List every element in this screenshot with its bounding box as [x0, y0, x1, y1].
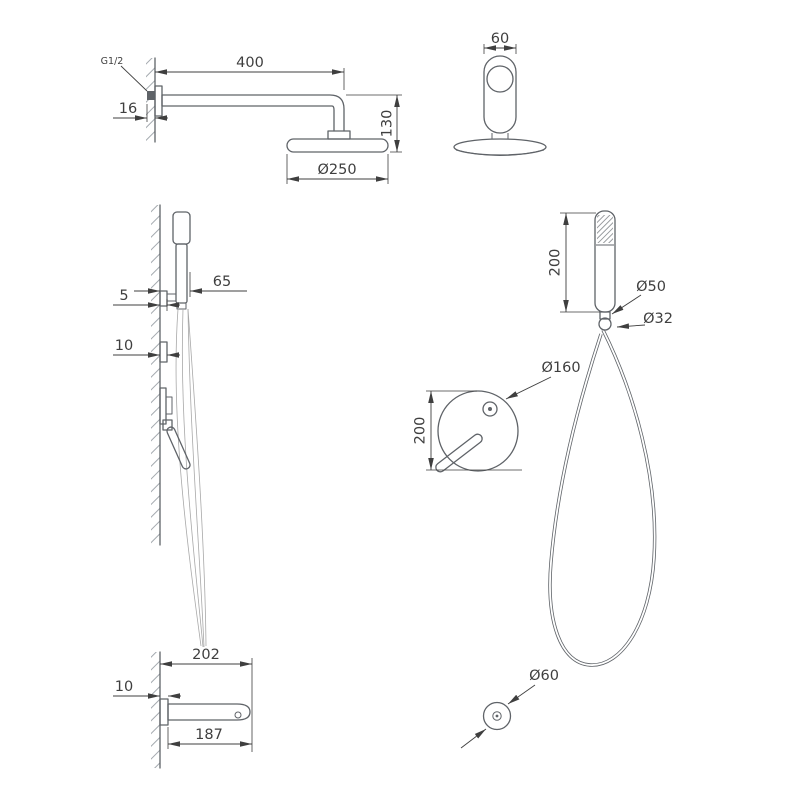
mixer-lever: [435, 433, 483, 473]
ext-lines-mixer-200: [426, 390, 522, 471]
hose-nut: [598, 317, 612, 331]
hand-shower-hose: [548, 328, 657, 667]
dim-spout-reach-bottom: 187: [195, 727, 223, 743]
dim-elbow-depth: 10: [115, 338, 133, 354]
view-wall-outlet: Ø60: [460, 668, 559, 749]
view-overhead-shower-front: 60: [453, 31, 547, 156]
spout-aerator: [234, 711, 242, 719]
ext-lines-130: [346, 94, 402, 153]
outlet-pointer-arrow: [460, 728, 487, 749]
leader-50: [611, 294, 642, 315]
shower-head-side: [286, 138, 389, 153]
dim-bracket-gap: 5: [119, 288, 128, 304]
dim-arm-width: 60: [491, 31, 509, 47]
hand-shower-spray-face: [597, 215, 613, 243]
leader-thread: [120, 65, 148, 92]
dim-handle-length: 200: [548, 249, 564, 277]
hand-shower-hose-inner: [549, 329, 656, 666]
dim-mixer-plate-dia: Ø160: [541, 360, 580, 376]
dim-embed-depth: 16: [119, 101, 137, 117]
outlet-escutcheon: [482, 701, 512, 731]
view-hand-shower-side: 65 5 10: [113, 204, 247, 648]
dim-hose-nut-dia: Ø32: [643, 311, 673, 327]
shower-head-front-dish: [455, 149, 545, 156]
dim-head-diameter: Ø250: [317, 162, 356, 178]
dim-drop-height: 130: [380, 110, 396, 138]
dim-spout-plate-depth: 10: [115, 679, 133, 695]
mixer-diverter-button: [482, 401, 498, 417]
dim-outlet-dia: Ø60: [529, 668, 559, 684]
dim-holder-offset: 65: [213, 274, 231, 290]
mixer-plate: [437, 390, 519, 472]
arm-front-neck: [491, 133, 509, 139]
arm-front-body: [483, 55, 517, 134]
valve-cap-side: [165, 396, 173, 415]
valve-trim-side: [159, 387, 167, 425]
outlet-port-dot: [495, 714, 499, 718]
outlet-port: [492, 711, 502, 721]
mixer-diverter-dot: [488, 407, 492, 411]
dim-arm-length: 400: [236, 55, 264, 71]
wall-flange: [154, 85, 163, 117]
view-mixer-front: 200 Ø160: [413, 360, 581, 473]
arm-connector-nut: [327, 130, 351, 140]
thread-nipple: [147, 91, 155, 100]
dim-spout-reach-top: 202: [192, 647, 220, 663]
spout-wall-plate: [159, 698, 169, 726]
view-spout-side: 202 10 187: [113, 647, 253, 769]
leader-60: [507, 684, 536, 705]
leader-32: [616, 323, 646, 329]
arm-front-flange: [486, 65, 514, 93]
holder-bracket: [159, 290, 168, 307]
hand-shower-handle-side: [175, 243, 188, 304]
dim-hand-head-dia: Ø50: [636, 279, 666, 295]
hose-drape-lines: [175, 308, 207, 648]
wall-hatch: [151, 652, 160, 768]
hand-shower-tip-side: [176, 302, 187, 310]
holder-arm: [167, 293, 176, 302]
hose-elbow-side: [159, 341, 168, 363]
dim-mixer-height: 200: [413, 417, 429, 445]
view-overhead-shower-side: 400 G1/2 16 130 Ø250: [101, 55, 402, 184]
hand-shower-head-side: [172, 211, 191, 245]
hose-connector: [599, 311, 611, 320]
valve-lever-side: [166, 426, 191, 470]
shower-arm-outline: [161, 94, 345, 132]
leader-160: [505, 376, 552, 400]
wall-hatch: [151, 205, 160, 545]
view-hand-shower-front: 200 Ø50 Ø32: [548, 210, 673, 667]
spout-body: [167, 703, 251, 721]
dim-thread-label: G1/2: [101, 56, 124, 67]
